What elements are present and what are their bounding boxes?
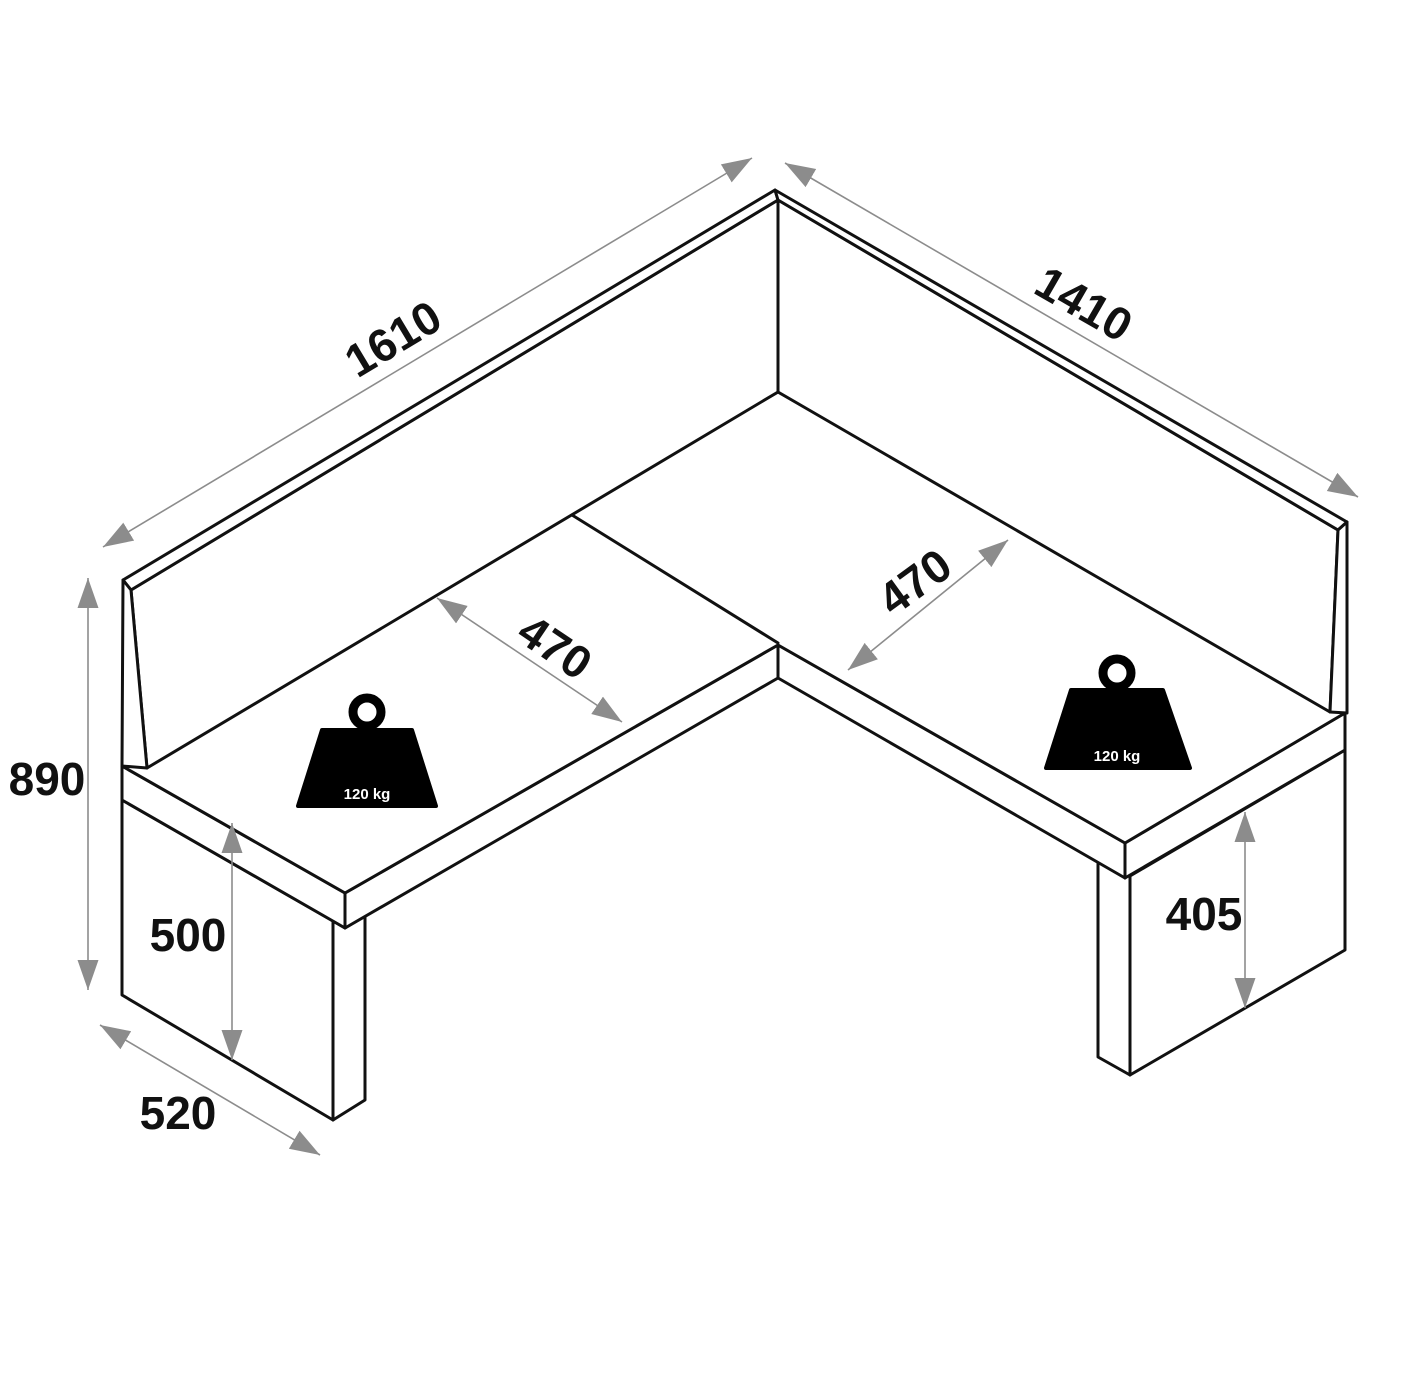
weight-icon-left: 120 kg [296, 693, 438, 808]
dim-arrow-seat-depth-right [847, 539, 1009, 671]
weight-icon-right: 120 kg [1044, 654, 1192, 770]
seat [120, 390, 1347, 930]
backrest-left-end [120, 578, 149, 770]
weight-ring-left [348, 693, 386, 731]
dim-label-left-leg-height: 500 [150, 909, 227, 961]
dimension-arrows [77, 157, 1359, 1156]
dim-arrow-backrest-left [102, 157, 753, 548]
weight-ring-right [1098, 654, 1136, 692]
weight-body-left [296, 728, 438, 808]
right-leg-front-face [1096, 860, 1132, 1077]
weight-label-left: 120 kg [344, 786, 391, 803]
dim-arrow-backrest-right [784, 162, 1359, 498]
dim-arrow-left-end-depth [99, 1024, 321, 1156]
weight-label-right: 120 kg [1094, 748, 1141, 765]
dim-label-overall-height: 890 [9, 753, 86, 805]
left-leg-front-face [331, 914, 367, 1122]
weight-body-right [1044, 688, 1192, 770]
dim-arrow-seat-depth-left [436, 597, 623, 723]
dim-label-right-leg-height: 405 [1166, 888, 1243, 940]
backrest-right-end [1328, 520, 1349, 715]
dim-label-left-end-depth: 520 [140, 1087, 217, 1139]
